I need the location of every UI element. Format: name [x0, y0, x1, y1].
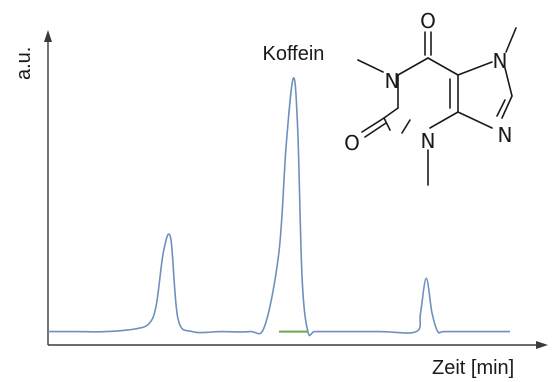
caffeine-atoms: O N N N N O — [344, 9, 512, 155]
atom-o-left: O — [344, 131, 360, 155]
x-axis-label: Zeit [min] — [432, 357, 514, 379]
atom-n1: N — [385, 69, 400, 93]
atom-o-top: O — [420, 9, 436, 33]
trace-layer — [48, 77, 510, 337]
series-line-0 — [48, 77, 510, 337]
x-axis-arrow — [536, 341, 548, 349]
atom-n9: N — [498, 123, 513, 147]
axes — [44, 30, 548, 349]
atom-n7: N — [493, 49, 508, 73]
peak-annotation-koffein: Koffein — [262, 43, 324, 65]
caffeine-structure — [357, 27, 517, 186]
y-axis-arrow — [44, 30, 52, 42]
y-axis-label: a.u. — [13, 47, 35, 80]
atom-n3: N — [421, 129, 436, 153]
